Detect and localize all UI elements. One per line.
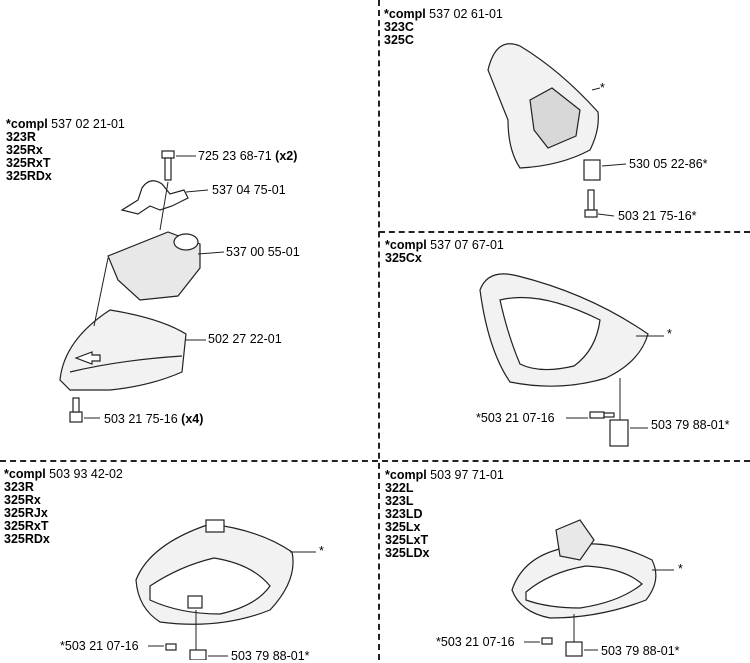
- part-label: 725 23 68-71 (x2): [198, 149, 298, 163]
- model-name: 323LD: [385, 507, 423, 521]
- model-name: 325Lx: [385, 520, 421, 534]
- mount-block-icon: [107, 231, 201, 301]
- model-name: 323R: [6, 130, 36, 144]
- model-name: 323R: [4, 480, 34, 494]
- part-label: 503 79 88-01*: [651, 418, 730, 432]
- model-name: 322L: [385, 481, 414, 495]
- guard-assembly-a: [59, 150, 201, 423]
- part-label: *503 21 07-16: [476, 411, 555, 425]
- arrow-icon: [74, 351, 101, 365]
- compl-prefix: *compl: [6, 117, 48, 131]
- guard-assembly-c: [479, 273, 649, 447]
- model-name: 325LDx: [385, 546, 430, 560]
- header-section-d: *compl 503 93 42-02 323R 325Rx 325RJx 32…: [4, 468, 123, 546]
- compl-number: 537 07 67-01: [430, 238, 504, 252]
- header-section-e: *compl 503 97 71-01 322L 323L 323LD 325L…: [385, 469, 504, 560]
- model-name: 325Rx: [4, 493, 41, 507]
- screw-icon: [589, 411, 615, 419]
- model-name: 325RxT: [6, 156, 51, 170]
- guard-assembly-b: [487, 43, 601, 218]
- model-name: 325LxT: [385, 533, 429, 547]
- part-label: 530 05 22-86*: [629, 157, 708, 171]
- compl-number: 537 02 21-01: [51, 117, 125, 131]
- divider-vertical: [378, 0, 380, 660]
- part-label: *: [319, 544, 324, 558]
- model-name: 325RDx: [4, 532, 50, 546]
- guard-icon: [59, 309, 187, 391]
- part-label: 537 00 55-01: [226, 245, 300, 259]
- part-label: *: [678, 562, 683, 576]
- header-section-a: *compl 537 02 21-01 323R 325Rx 325RxT 32…: [6, 118, 125, 183]
- header-section-c: *compl 537 07 67-01 325Cx: [385, 239, 504, 265]
- part-label: *503 21 07-16: [60, 639, 139, 653]
- model-name: 325RxT: [4, 519, 49, 533]
- clamp-icon: [120, 180, 189, 215]
- compl-number: 503 97 71-01: [430, 468, 504, 482]
- model-name: 325Rx: [6, 143, 43, 157]
- compl-number: 537 02 61-01: [429, 7, 503, 21]
- part-label: 537 04 75-01: [212, 183, 286, 197]
- guard-assembly-d: [135, 519, 294, 660]
- header-section-b: *compl 537 02 61-01 323C 325C: [384, 8, 503, 47]
- compl-prefix: *compl: [4, 467, 46, 481]
- screw-icon: [69, 397, 83, 423]
- model-name: 323C: [384, 20, 414, 34]
- part-label: *: [600, 81, 605, 95]
- compl-prefix: *compl: [385, 468, 427, 482]
- compl-number: 503 93 42-02: [49, 467, 123, 481]
- model-name: 325RJx: [4, 506, 48, 520]
- part-label: 503 21 75-16*: [618, 209, 697, 223]
- divider-top-right: [379, 231, 750, 233]
- part-label: 503 79 88-01*: [231, 649, 310, 663]
- part-label: 503 21 75-16 (x4): [104, 412, 204, 426]
- part-label: 503 79 88-01*: [601, 644, 680, 658]
- part-label: *503 21 07-16: [436, 635, 515, 649]
- part-label: *: [667, 327, 672, 341]
- model-name: 325RDx: [6, 169, 52, 183]
- screw-icon: [584, 189, 598, 218]
- compl-prefix: *compl: [385, 238, 427, 252]
- part-label: 502 27 22-01: [208, 332, 282, 346]
- compl-prefix: *compl: [384, 7, 426, 21]
- model-name: 325C: [384, 33, 414, 47]
- guard-assembly-e: [511, 519, 657, 657]
- model-name: 323L: [385, 494, 414, 508]
- model-name: 325Cx: [385, 251, 422, 265]
- screw-icon: [161, 150, 175, 181]
- divider-middle: [0, 460, 750, 462]
